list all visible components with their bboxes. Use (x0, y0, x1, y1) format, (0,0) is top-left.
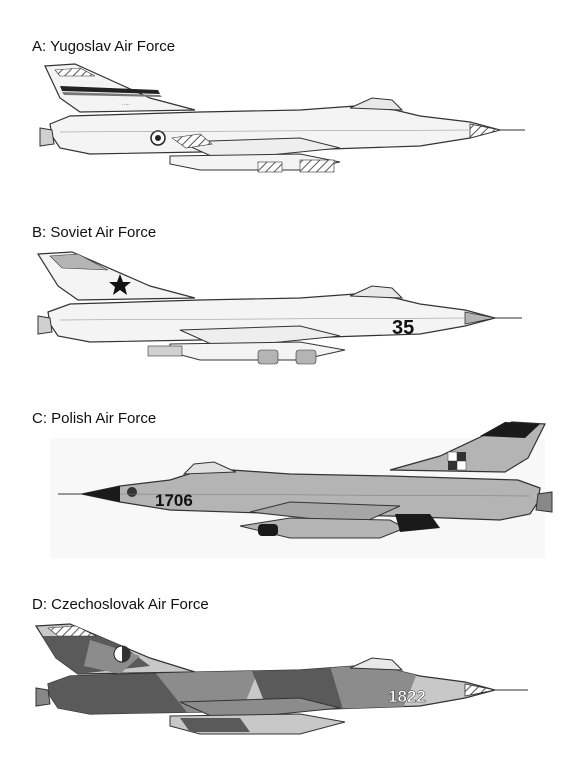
panel-soviet: B: Soviet Air Force 35 (0, 224, 587, 379)
canopy (349, 657, 404, 671)
aircraft-side-view-c: 1706 (50, 421, 553, 558)
red-star (109, 274, 131, 295)
tank-panel-2 (295, 349, 317, 365)
panel-line (59, 317, 466, 321)
panel-caption-b: B: Soviet Air Force (32, 224, 157, 241)
fin-stripe-dark (60, 86, 160, 94)
tank-panel-dark (258, 524, 278, 536)
fin-tip (49, 253, 109, 271)
nose-cone (469, 123, 501, 139)
tank-hatch-1 (257, 161, 283, 173)
panel-polish: C: Polish Air Force 1706 (0, 410, 587, 570)
tailpipe (35, 687, 51, 707)
aircraft-side-view-b: 35 (36, 251, 522, 365)
canopy (349, 97, 404, 111)
fin-tip-hatch (47, 625, 97, 637)
panel-czechoslovak: D: Czechoslovak Air Force (0, 596, 587, 766)
fin-tip-dark (480, 422, 540, 438)
panel-yugoslav: A: Yugoslav Air Force ····· (0, 38, 587, 188)
panel-line (119, 493, 531, 497)
panel-caption-a: A: Yugoslav Air Force (32, 38, 176, 55)
aircraft-side-view-a: ····· (39, 63, 525, 173)
tailpipe (39, 127, 55, 147)
tank-panel-1 (257, 349, 279, 365)
tank-camo (180, 718, 250, 732)
bort-number: 1706 (155, 491, 193, 510)
fuselage-camouflage (48, 666, 420, 714)
checkerboard-marking (447, 451, 467, 471)
panel-line (59, 129, 471, 133)
nose-emblem (127, 487, 137, 497)
intake-panel (147, 345, 183, 357)
intake-hatch (171, 133, 213, 149)
nose-radome (82, 486, 120, 502)
nose-cone (464, 683, 496, 697)
aircraft-side-view-d: 1822 (34, 623, 528, 735)
panel-caption-c: C: Polish Air Force (32, 410, 157, 427)
intake-dark (395, 514, 440, 532)
wing (179, 697, 341, 721)
canopy (182, 461, 237, 475)
wing (179, 137, 341, 161)
tailpipe (37, 315, 53, 335)
fin-serial: ····· (122, 102, 131, 108)
roundel-dark-half (122, 646, 130, 662)
canopy (349, 285, 404, 299)
ventral-tank (169, 341, 346, 361)
panel-caption-d: D: Czechoslovak Air Force (32, 596, 209, 613)
bort-number: 35 (392, 317, 414, 339)
tailpipe (535, 491, 553, 513)
tank-hatch-2 (299, 159, 335, 173)
roundel-center (155, 135, 161, 141)
bort-number: 1822 (388, 687, 426, 706)
wing (249, 501, 401, 525)
fin-stripe-mid (62, 92, 162, 97)
fin-tip-hatch (54, 67, 96, 77)
wing (179, 325, 341, 349)
